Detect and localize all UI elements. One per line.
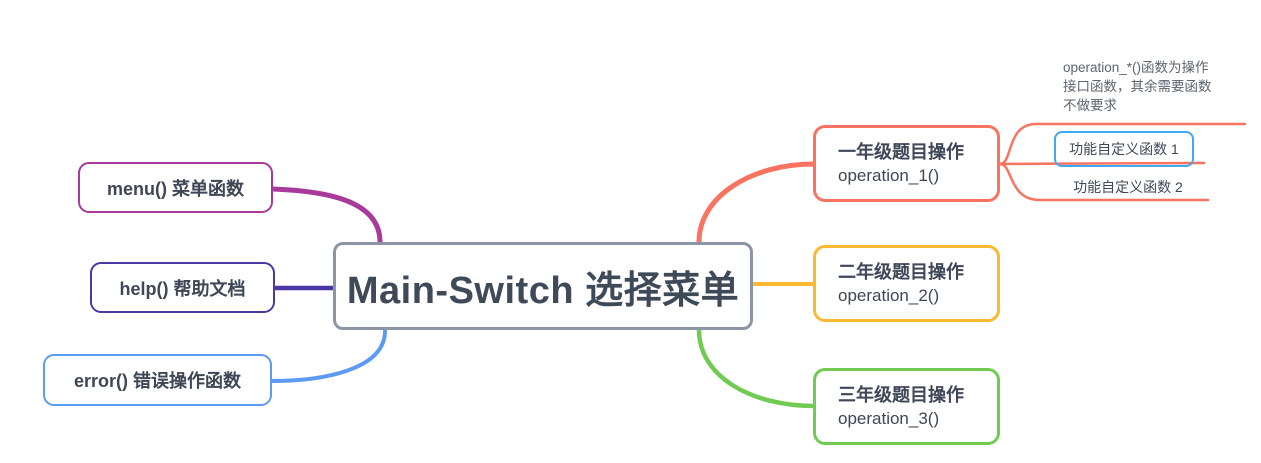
topic-grade2-operation[interactable]: 二年级题目操作 operation_2() xyxy=(813,245,1000,322)
subtopic-custom-function-2-label: 功能自定义函数 2 xyxy=(1073,179,1183,195)
topic-help-label: help() 帮助文档 xyxy=(119,278,246,299)
central-topic[interactable]: Main-Switch 选择菜单 xyxy=(333,242,753,330)
topic-grade3-operation[interactable]: 三年级题目操作 operation_3() xyxy=(813,368,1000,445)
branch-line-op1 xyxy=(696,161,817,245)
topic-grade2-text: 二年级题目操作 operation_2() xyxy=(838,260,964,307)
note-operation-functions: operation_*()函数为操作 接口函数，其余需要函数 不做要求 xyxy=(1063,60,1212,113)
topic-grade1-operation[interactable]: 一年级题目操作 operation_1() xyxy=(813,125,1000,202)
topic-error-function[interactable]: error() 错误操作函数 xyxy=(43,354,272,406)
topic-menu-label: menu() 菜单函数 xyxy=(107,178,244,199)
topic-grade1-subtitle: operation_1() xyxy=(838,166,940,185)
branch-line-menu xyxy=(270,186,383,245)
branch-line-op3 xyxy=(696,327,817,409)
subtopic-custom-function-1[interactable]: 功能自定义函数 1 xyxy=(1054,131,1194,167)
topic-grade1-text: 一年级题目操作 operation_1() xyxy=(838,140,964,187)
subtopic-custom-function-2[interactable]: 功能自定义函数 2 xyxy=(1062,176,1194,198)
topic-grade2-title: 二年级题目操作 xyxy=(838,262,964,282)
topic-menu-function[interactable]: menu() 菜单函数 xyxy=(78,162,273,213)
topic-grade1-title: 一年级题目操作 xyxy=(838,142,964,162)
topic-grade3-text: 三年级题目操作 operation_3() xyxy=(838,383,964,430)
topic-help-function[interactable]: help() 帮助文档 xyxy=(90,262,275,313)
topic-grade3-subtitle: operation_3() xyxy=(838,409,940,428)
topic-grade2-subtitle: operation_2() xyxy=(838,286,940,305)
subtopic-custom-function-1-label: 功能自定义函数 1 xyxy=(1069,141,1179,157)
central-topic-label: Main-Switch 选择菜单 xyxy=(346,269,740,312)
branch-line-error xyxy=(270,329,387,383)
topic-grade3-title: 三年级题目操作 xyxy=(838,385,964,405)
topic-error-label: error() 错误操作函数 xyxy=(73,371,241,391)
